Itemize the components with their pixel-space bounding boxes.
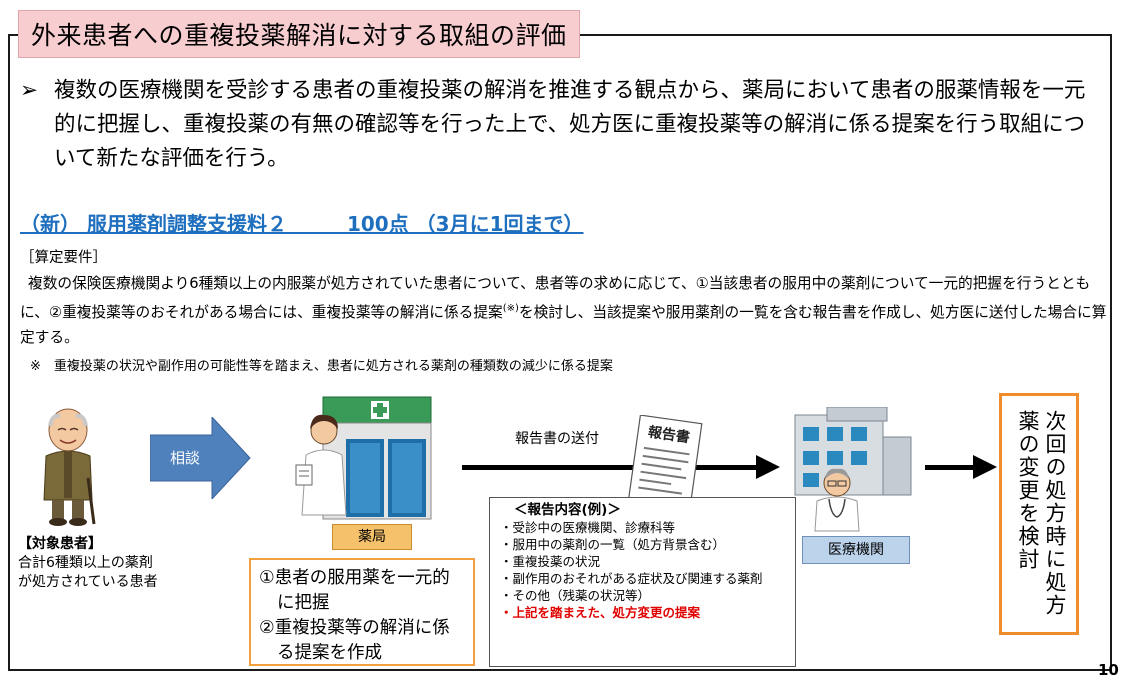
pharmacy-actions-box: ①患者の服用薬を一元的に把握 ②重複投薬等の解消に係る提案を作成: [249, 558, 475, 666]
intro-paragraph: ➢ 複数の医療機関を受診する患者の重複投薬の解消を推進する観点から、薬局において…: [20, 74, 1105, 176]
requirements-note: ※ 重複投薬の状況や副作用の可能性等を踏まえ、患者に処方される薬剤の種類数の減少…: [30, 355, 613, 374]
pharmacy-label: 薬局: [332, 524, 412, 550]
consult-arrow: 相談: [150, 417, 252, 503]
intro-text: 複数の医療機関を受診する患者の重複投薬の解消を推進する観点から、薬局において患者…: [54, 74, 1105, 176]
doctor-hospital-icon: [787, 407, 917, 536]
requirements-body: 複数の保険医療機関より6種類以上の内服薬が処方されていた患者について、患者等の求…: [20, 271, 1110, 350]
report-item: ・副作用のおそれがある症状及び関連する薬剤: [500, 570, 785, 587]
report-item: ・重複投薬の状況: [500, 553, 785, 570]
footnote-mark: (※): [503, 303, 519, 314]
result-box: 次回の処方時に処方薬の変更を検討: [999, 393, 1079, 635]
hospital-label: 医療機関: [802, 536, 910, 564]
consult-label: 相談: [170, 449, 200, 467]
result-text: 次回の処方時に処方薬の変更を検討: [1014, 410, 1068, 630]
page-title: 外来患者への重複投薬解消に対する取組の評価: [18, 10, 580, 58]
report-item: ・服用中の薬剤の一覧（処方背景含む）: [500, 536, 785, 553]
report-item: ・受診中の医療機関、診療科等: [500, 519, 785, 536]
elderly-patient-icon: [38, 408, 98, 530]
pharmacist-icon: [288, 395, 438, 529]
result-arrow: [925, 455, 997, 483]
bullet-marker: ➢: [20, 74, 38, 108]
patient-caption: 【対象患者】 合計6種類以上の薬剤 が処方されている患者: [18, 535, 158, 592]
report-item-highlight: ・上記を踏まえた、処方変更の提案: [500, 604, 785, 621]
report-contents-title: ＜報告内容(例)＞: [500, 502, 785, 519]
report-item: ・その他（残薬の状況等）: [500, 587, 785, 604]
pharmacy-action-1: ①患者の服用薬を一元的に把握: [259, 566, 465, 616]
requirements-label: ［算定要件］: [20, 246, 107, 267]
send-report-label: 報告書の送付: [515, 428, 599, 448]
send-arrow: [462, 455, 780, 483]
fee-heading: （新） 服用薬剤調整支援料２ 100点 （3月に1回まで）: [20, 208, 584, 237]
report-contents-box: ＜報告内容(例)＞ ・受診中の医療機関、診療科等 ・服用中の薬剤の一覧（処方背景…: [489, 497, 796, 667]
pharmacy-action-2: ②重複投薬等の解消に係る提案を作成: [259, 616, 465, 666]
page-number: 10: [1098, 661, 1119, 679]
patient-desc-line-1: 合計6種類以上の薬剤: [18, 554, 158, 573]
patient-desc-line-2: が処方されている患者: [18, 573, 158, 592]
patient-label: 【対象患者】: [18, 535, 158, 554]
